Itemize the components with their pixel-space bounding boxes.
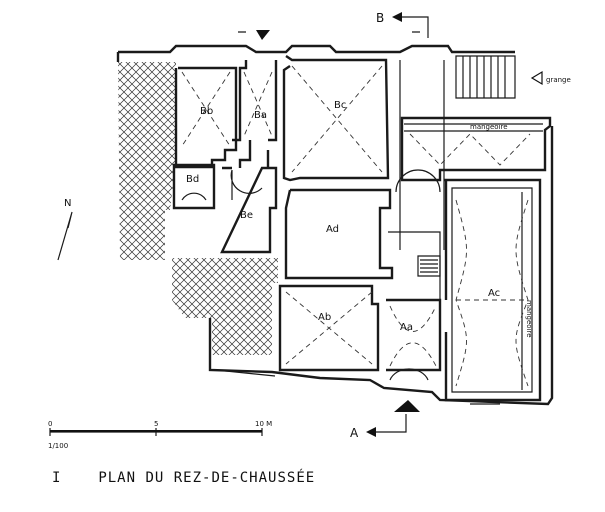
room-bc-walls <box>282 55 390 182</box>
mangeoire-vault <box>409 133 531 166</box>
scale-tick-10: 10 M <box>255 420 272 428</box>
scale-ratio: 1/100 <box>48 442 68 450</box>
central-stairs <box>388 231 441 301</box>
mangeoire-room-walls <box>400 116 552 182</box>
room-ad-arc <box>395 169 441 193</box>
mangeoire-label-side: mangeoire <box>525 300 533 338</box>
room-ac-inner <box>451 187 533 393</box>
room-label-ad: Ad <box>326 224 339 235</box>
section-b-flag-icon <box>256 30 270 40</box>
room-ab-walls <box>278 284 380 372</box>
room-be-door <box>230 169 263 200</box>
section-b-arrow-icon <box>392 12 402 22</box>
room-ac-window-bottom <box>470 399 500 405</box>
room-label-bd: Bd <box>186 174 199 185</box>
mangeoire-strip <box>404 123 543 132</box>
room-label-ba: Ba <box>254 110 267 121</box>
stairs-northeast <box>455 55 516 99</box>
section-a-flag-icon <box>394 400 420 412</box>
room-bc-vault <box>291 65 383 173</box>
outer-wall-south <box>208 126 554 406</box>
room-bd-door <box>181 192 207 201</box>
section-a-arrow-icon <box>366 427 376 437</box>
room-bd-walls <box>172 163 216 210</box>
room-ab-vault <box>285 291 373 365</box>
plan-caption: I PLAN DU REZ-DE-CHAUSSÉE <box>52 470 315 486</box>
room-ad-walls <box>284 188 394 280</box>
room-label-aa: Aa <box>400 322 413 333</box>
room-ac-walls <box>444 178 542 402</box>
outer-wall-north <box>118 44 515 54</box>
room-bb-vault <box>181 71 231 147</box>
room-label-be: Be <box>240 210 253 221</box>
grange-arrow-icon <box>530 70 543 86</box>
caption-number: I <box>52 470 62 486</box>
north-label: N <box>64 198 71 209</box>
room-label-ac: Ac <box>488 288 500 299</box>
scale-bar: 0 5 10 M 1/100 <box>48 420 272 450</box>
room-aa-door <box>389 368 429 381</box>
room-label-bc: Bc <box>334 100 346 111</box>
room-label-ab: Ab <box>318 312 331 323</box>
room-aa-vault <box>389 305 437 367</box>
hatched-terrain-lower <box>172 258 278 355</box>
corridor-lines <box>399 60 445 250</box>
section-a-line <box>376 414 407 433</box>
scale-tick-0: 0 <box>48 420 52 428</box>
room-label-bb: Bb <box>200 106 213 117</box>
hatched-terrain <box>118 62 176 260</box>
section-a-label: A <box>350 426 359 440</box>
room-aa-walls <box>386 298 442 372</box>
scale-tick-5: 5 <box>154 420 158 428</box>
room-ac-vault <box>455 199 529 387</box>
room-be-walls <box>220 166 278 254</box>
room-ba-vault <box>243 71 273 137</box>
north-arrow-icon <box>57 211 73 261</box>
outer-wall-south-inner <box>215 369 276 377</box>
caption-title: PLAN DU REZ-DE-CHAUSSÉE <box>98 470 316 486</box>
grange-label: grange <box>546 76 571 84</box>
section-b-line <box>400 16 429 38</box>
section-b-label: B <box>376 11 384 25</box>
room-bb-walls <box>174 66 238 169</box>
room-ba-walls <box>232 60 278 168</box>
mangeoire-label-top: mangeoire <box>470 123 508 131</box>
